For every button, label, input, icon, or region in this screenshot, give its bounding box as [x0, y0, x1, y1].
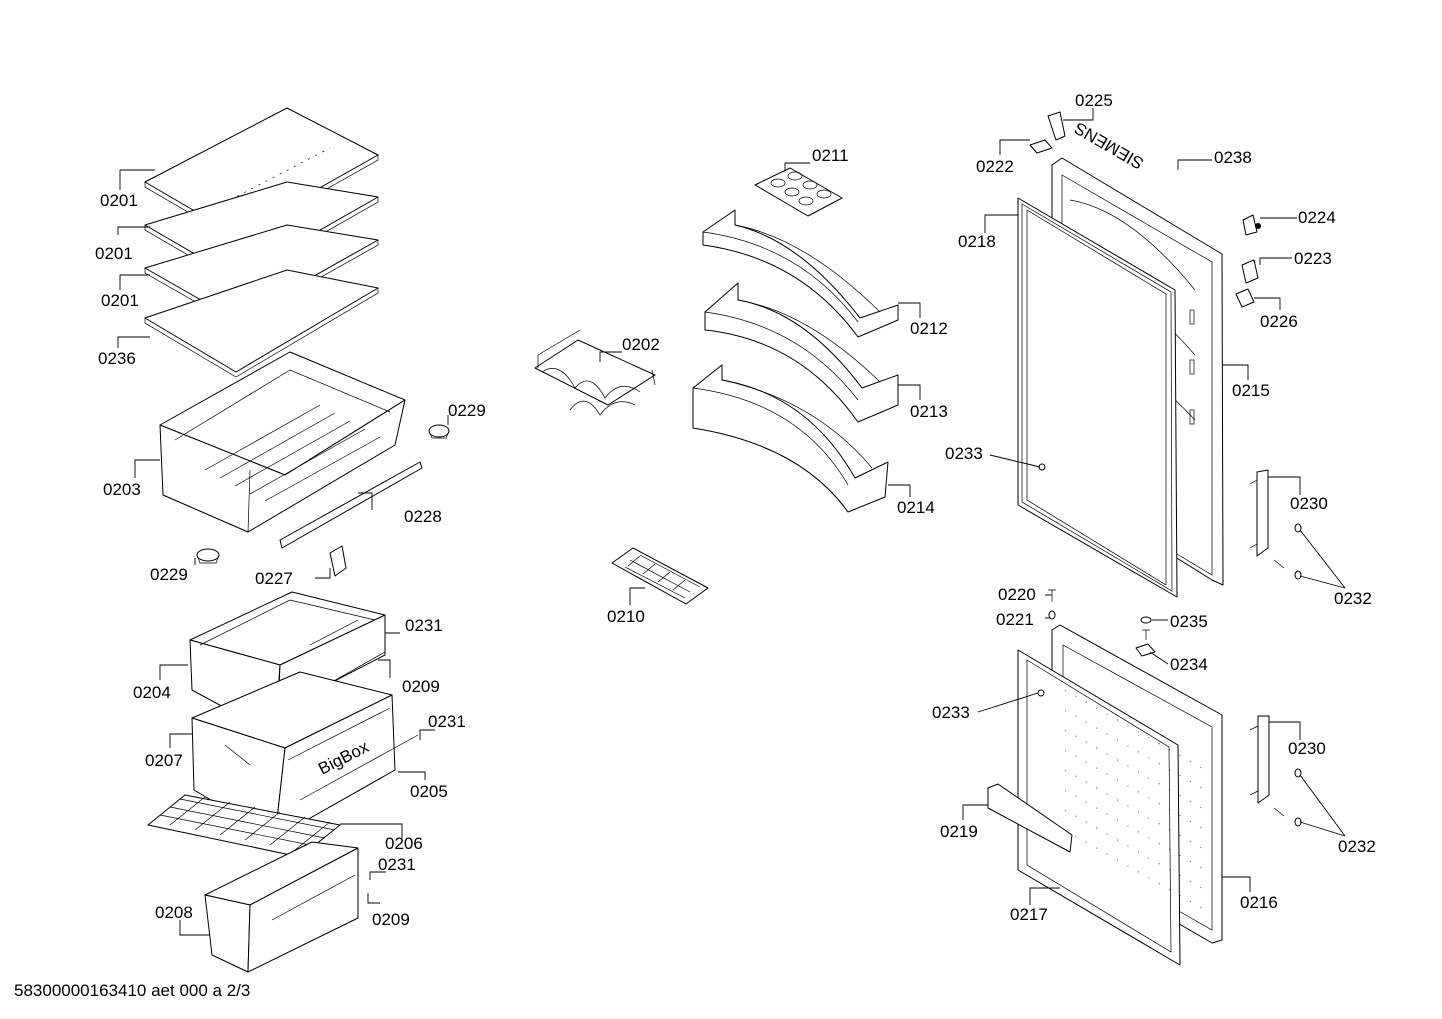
callout-0202: 0202: [622, 335, 660, 354]
callout-0213: 0213: [910, 402, 948, 421]
trim-strip-0228[interactable]: [279, 461, 423, 549]
drawer-0208[interactable]: [204, 841, 359, 973]
callout-0232: 0232: [1338, 837, 1376, 856]
callout-0230: 0230: [1288, 739, 1326, 758]
bracket-0234[interactable]: [1135, 629, 1156, 657]
callout-0224: 0224: [1298, 208, 1336, 227]
glass-shelf-0236[interactable]: [144, 269, 379, 378]
callout-0226: 0226: [1260, 312, 1298, 331]
callout-0231: 0231: [378, 855, 416, 874]
callout-0212: 0212: [910, 319, 948, 338]
callout-0216: 0216: [1240, 893, 1278, 912]
callout-0210: 0210: [607, 607, 645, 626]
callout-0228: 0228: [404, 507, 442, 526]
knob-0229-left[interactable]: [196, 548, 220, 564]
callout-0201: 0201: [95, 244, 133, 263]
lower-door-gasket-0217[interactable]: [1017, 649, 1181, 966]
callout-0235: 0235: [1170, 612, 1208, 631]
callout-0219: 0219: [940, 822, 978, 841]
callout-0206: 0206: [385, 834, 423, 853]
callout-0223: 0223: [1294, 249, 1332, 268]
washer-0235[interactable]: [1140, 616, 1152, 624]
callout-0218: 0218: [958, 232, 996, 251]
callout-0227: 0227: [255, 569, 293, 588]
egg-tray-0211[interactable]: [754, 167, 843, 217]
callout-0220: 0220: [998, 585, 1036, 604]
callout-0238: 0238: [1214, 148, 1252, 167]
door-shelf-0212[interactable]: [702, 209, 899, 338]
callout-0221: 0221: [996, 610, 1034, 629]
callout-0208: 0208: [155, 903, 193, 922]
callout-0229: 0229: [448, 401, 486, 420]
callout-0231: 0231: [428, 712, 466, 731]
callout-0201: 0201: [100, 191, 138, 210]
document-id-footer: 58300000163410 aet 000 a 2/3: [14, 981, 251, 1000]
screws-0232-upper[interactable]: [1273, 523, 1302, 580]
callout-0225: 0225: [1075, 91, 1113, 110]
door-shelf-0213[interactable]: [704, 282, 899, 423]
callout-0203: 0203: [103, 480, 141, 499]
knob-0229-right[interactable]: [428, 424, 450, 439]
hinge-0225[interactable]: [1047, 111, 1066, 141]
callout-labels: 0201 0201 0201 0236 0203 0229 0228 0229 …: [95, 91, 1376, 929]
upper-door-gasket-0218[interactable]: [1017, 197, 1178, 598]
door-bin-0214[interactable]: [692, 364, 889, 513]
callout-0234: 0234: [1170, 655, 1208, 674]
clip-0227[interactable]: [329, 545, 347, 577]
hinge-pin-0224[interactable]: [1242, 214, 1261, 236]
brand-mark-text: SIEMENS: [1071, 118, 1147, 173]
drawer-bigbox-0205[interactable]: BigBox: [191, 671, 419, 839]
screw-0220[interactable]: [1048, 589, 1056, 602]
callout-0215: 0215: [1232, 381, 1270, 400]
callout-0201: 0201: [101, 291, 139, 310]
callout-0233: 0233: [945, 444, 983, 463]
handle-0230-lower[interactable]: [1249, 715, 1270, 804]
callout-0217: 0217: [1010, 905, 1048, 924]
bracket-0223[interactable]: [1241, 259, 1259, 284]
callout-0205: 0205: [410, 782, 448, 801]
callout-0204: 0204: [133, 683, 171, 702]
callout-0209: 0209: [402, 677, 440, 696]
screw-0233-lower[interactable]: [1037, 689, 1045, 697]
leader-lines: [117, 108, 1346, 936]
crisper-bin-0203[interactable]: [159, 351, 406, 533]
callout-0236: 0236: [98, 349, 136, 368]
callout-0233: 0233: [932, 703, 970, 722]
callout-0222: 0222: [976, 157, 1014, 176]
ice-tray-0210[interactable]: [611, 547, 709, 605]
wire-shelf-0206[interactable]: [147, 794, 341, 858]
handle-0230-upper[interactable]: [1249, 469, 1269, 557]
cover-0226[interactable]: [1235, 288, 1255, 308]
callout-0231: 0231: [405, 616, 443, 635]
callout-0207: 0207: [145, 751, 183, 770]
nut-0221[interactable]: [1048, 610, 1056, 620]
callout-0230: 0230: [1290, 494, 1328, 513]
callout-0214: 0214: [897, 498, 935, 517]
bottle-rack-0202[interactable]: [534, 329, 656, 416]
callout-0211: 0211: [812, 146, 849, 165]
screws-0232-lower[interactable]: [1273, 768, 1302, 827]
cap-0222[interactable]: [1029, 139, 1053, 154]
callout-0232: 0232: [1334, 589, 1372, 608]
callout-0229: 0229: [150, 565, 188, 584]
callout-0209: 0209: [372, 910, 410, 929]
